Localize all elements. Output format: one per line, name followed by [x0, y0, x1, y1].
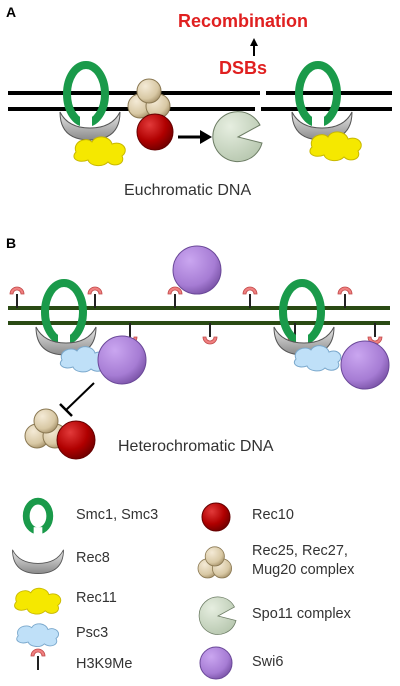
legend-rec10-label: Rec10	[252, 507, 294, 523]
legend-rec25-label-line1: Rec25, Rec27,	[252, 543, 348, 559]
h3k9me-down-markers	[122, 322, 383, 345]
panel-b	[8, 245, 390, 460]
euchromatic-caption: Euchromatic DNA	[124, 182, 252, 199]
heterochromatic-caption: Heterochromatic DNA	[118, 438, 274, 455]
spo11-a	[212, 111, 263, 163]
legend-rec25-label-line2: Mug20 complex	[252, 562, 355, 578]
legend-h3k9me-icon	[30, 648, 46, 671]
legend-swi6-icon	[199, 646, 233, 680]
rec10-a	[136, 113, 174, 151]
heterochromatic-dna-strands	[8, 306, 390, 325]
dsbs-label: DSBs	[219, 58, 268, 78]
arrow-to-spo11	[178, 130, 212, 144]
legend-smc-label: Smc1, Smc3	[76, 507, 159, 523]
cohesin-left	[67, 65, 105, 127]
cohesin-right	[299, 65, 337, 127]
legend-swi6-label: Swi6	[252, 654, 284, 670]
legend	[12, 497, 237, 680]
psc3-b-right	[293, 345, 342, 372]
legend-h3k9me-label: H3K9Me	[76, 656, 133, 672]
legend-rec8-icon	[12, 549, 64, 575]
legend-rec25-icon	[197, 546, 233, 579]
recombination-label: Recombination	[178, 11, 309, 31]
legend-psc3-label: Psc3	[76, 625, 109, 641]
arrow-dsbs-to-recombination	[250, 38, 258, 56]
legend-smc-icon	[22, 497, 54, 535]
legend-spo11-icon	[198, 596, 237, 635]
legend-rec8-label: Rec8	[76, 550, 110, 566]
legend-rec11-label: Rec11	[76, 590, 117, 606]
legend-psc3-icon	[16, 623, 60, 647]
panel-b-label: B	[6, 235, 17, 251]
rec11-left	[73, 136, 126, 167]
swi6-b-right	[340, 340, 390, 390]
legend-rec10-icon	[201, 502, 231, 532]
inhibition-line	[59, 382, 95, 417]
legend-rec11-icon	[14, 587, 62, 615]
panel-a-label: A	[6, 4, 17, 20]
rec11-right	[309, 131, 362, 162]
rec10-b	[56, 420, 96, 460]
cohesin-b-right	[283, 283, 321, 345]
rec25-complex-a	[127, 78, 171, 119]
swi6-b-left	[97, 335, 147, 385]
panel-a	[8, 38, 392, 167]
swi6-free	[172, 245, 222, 295]
h3k9me-up-markers	[9, 286, 353, 309]
legend-spo11-label: Spo11 complex	[252, 606, 351, 622]
cohesin-b-left	[45, 283, 83, 345]
